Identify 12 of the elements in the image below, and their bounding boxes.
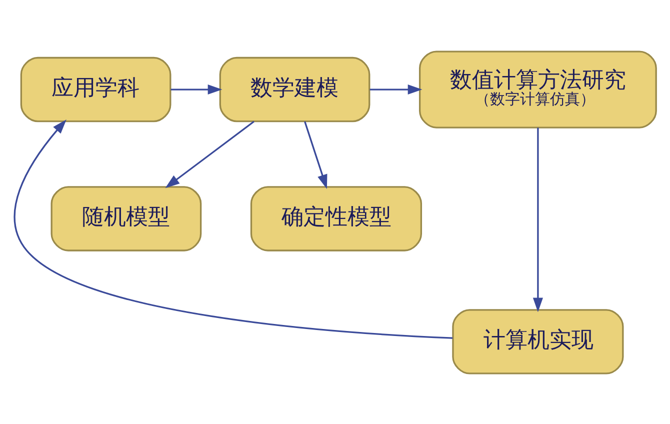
arrow [304,120,328,188]
node-box: 随机模型 [50,186,202,251]
node-box: 数值计算方法研究 （数字计算仿真） [418,50,657,128]
node-box: 数学建模 [219,56,370,122]
node-box: 确定性模型 [250,186,422,251]
arrow [165,120,254,188]
arrow [14,118,453,338]
arrow [532,127,543,312]
arrow [170,84,222,94]
arrow [370,84,422,94]
node-box: 应用学科 [20,56,172,122]
node-box: 计算机实现 [452,308,624,374]
